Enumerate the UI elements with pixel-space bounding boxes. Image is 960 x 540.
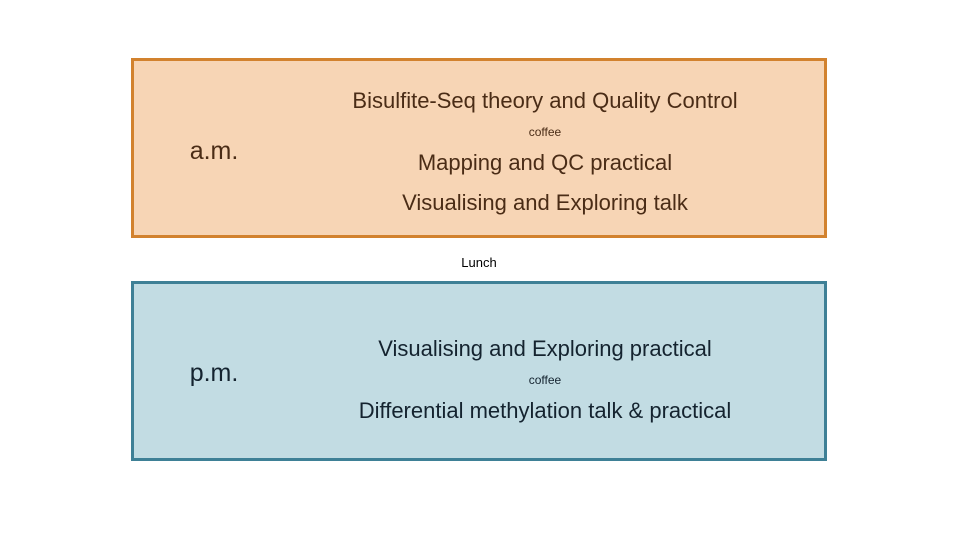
am-period-label: a.m. [189, 137, 239, 165]
am-coffee-break-label: coffee [528, 125, 562, 139]
pm-coffee-break-label: coffee [528, 373, 562, 387]
am-agenda-item-3: Visualising and Exploring talk [402, 190, 688, 215]
pm-agenda-item-1: Visualising and Exploring practical [378, 336, 712, 361]
pm-agenda-item-2: Differential methylation talk & practica… [358, 398, 732, 423]
pm-period-label: p.m. [189, 359, 239, 387]
am-agenda-item-2: Mapping and QC practical [417, 150, 673, 175]
pm-agenda-list: Visualising and Exploring practical coff… [274, 284, 816, 458]
am-agenda-item-1: Bisulfite-Seq theory and Quality Control [352, 88, 738, 113]
am-agenda-list: Bisulfite-Seq theory and Quality Control… [274, 61, 816, 235]
lunch-break-label: Lunch [461, 255, 497, 270]
am-session-block: a.m. Bisulfite-Seq theory and Quality Co… [131, 58, 827, 238]
pm-session-block: p.m. Visualising and Exploring practical… [131, 281, 827, 461]
